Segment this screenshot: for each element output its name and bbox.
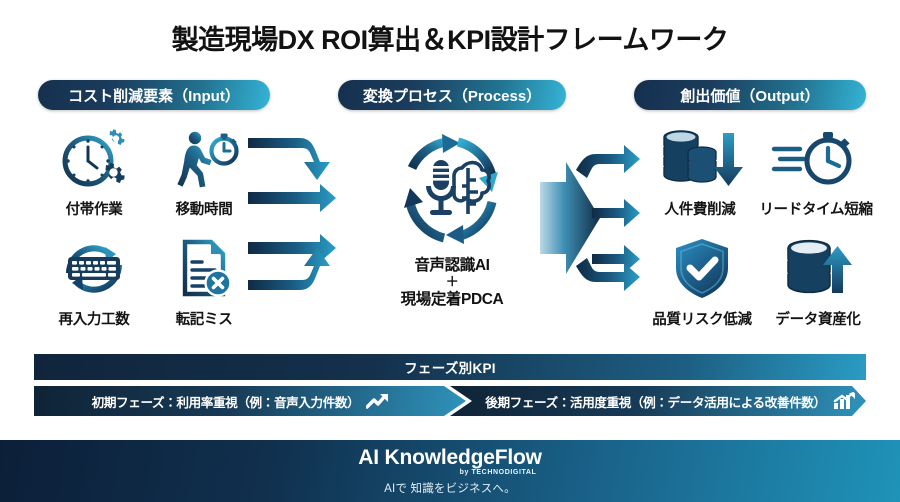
bar-chart-up-icon xyxy=(833,392,857,410)
output-item-label: 人件費削減 xyxy=(664,202,736,218)
section-header-process: 変換プロセス（Process） xyxy=(338,80,566,110)
shield-check-icon xyxy=(644,232,760,304)
output-item-label: データ資産化 xyxy=(775,312,861,328)
output-item-quality-risk: 品質リスク低減 xyxy=(644,232,760,329)
input-item-label: 再入力工数 xyxy=(58,312,130,328)
input-item-clock-gears: 付帯作業 xyxy=(42,122,146,219)
fast-stopwatch-icon xyxy=(756,122,876,194)
section-header-input: コスト削減要素（Input） xyxy=(38,80,270,110)
kpi-section-header: フェーズ別KPI xyxy=(34,354,866,380)
input-item-label: 付帯作業 xyxy=(65,202,123,218)
kpi-phase-label: 初期フェーズ：利用率重視（例：音声入力件数） xyxy=(91,395,360,410)
brand-byline: by TECHNODIGITAL xyxy=(459,468,537,476)
input-to-process-arrows xyxy=(246,130,358,305)
input-item-label: 移動時間 xyxy=(175,202,233,218)
pdca-cycle-mic-brain-icon xyxy=(368,126,536,256)
trend-up-arrow-icon xyxy=(366,393,390,409)
keyboard-recycle-icon xyxy=(42,232,146,304)
input-item-keyboard-recycle: 再入力工数 xyxy=(42,232,146,329)
kpi-phase-late: 後期フェーズ：活用度重視（例：データ活用による改善件数） xyxy=(450,386,866,416)
coins-down-arrow-icon xyxy=(648,122,752,194)
input-item-label: 転記ミス xyxy=(175,312,233,328)
output-item-data-asset: データ資産化 xyxy=(762,232,874,329)
brand-name: AI KnowledgeFlow xyxy=(358,445,542,469)
database-up-arrow-icon xyxy=(762,232,874,304)
input-item-walking-stopwatch: 移動時間 xyxy=(152,122,256,219)
document-error-icon xyxy=(152,232,256,304)
output-item-cost-reduction: 人件費削減 xyxy=(648,122,752,219)
brand-tagline: AIで 知識をビジネスへ。 xyxy=(384,482,516,495)
process-label-plus: ＋ xyxy=(445,274,459,290)
process-label-line1: 音声認識AI xyxy=(414,257,490,274)
kpi-phase-label: 後期フェーズ：活用度重視（例：データ活用による改善件数） xyxy=(485,395,826,410)
page-title: 製造現場DX ROI算出＆KPI設計フレームワーク xyxy=(171,25,729,55)
kpi-phase-early: 初期フェーズ：利用率重視（例：音声入力件数） xyxy=(34,386,466,416)
footer-brand-bar: AI KnowledgeFlow by TECHNODIGITAL AIで 知識… xyxy=(0,440,900,502)
process-block: 音声認識AI ＋ 現場定着PDCA xyxy=(368,126,536,309)
clock-gears-icon xyxy=(42,122,146,194)
process-to-output-arrows xyxy=(540,130,666,311)
output-item-lead-time: リードタイム短縮 xyxy=(756,122,876,219)
input-item-document-error: 転記ミス xyxy=(152,232,256,329)
walking-stopwatch-icon xyxy=(152,122,256,194)
output-item-label: 品質リスク低減 xyxy=(652,312,752,328)
section-header-output: 創出価値（Output） xyxy=(634,80,866,110)
output-item-label: リードタイム短縮 xyxy=(759,202,873,218)
process-label-line3: 現場定着PDCA xyxy=(400,290,504,308)
